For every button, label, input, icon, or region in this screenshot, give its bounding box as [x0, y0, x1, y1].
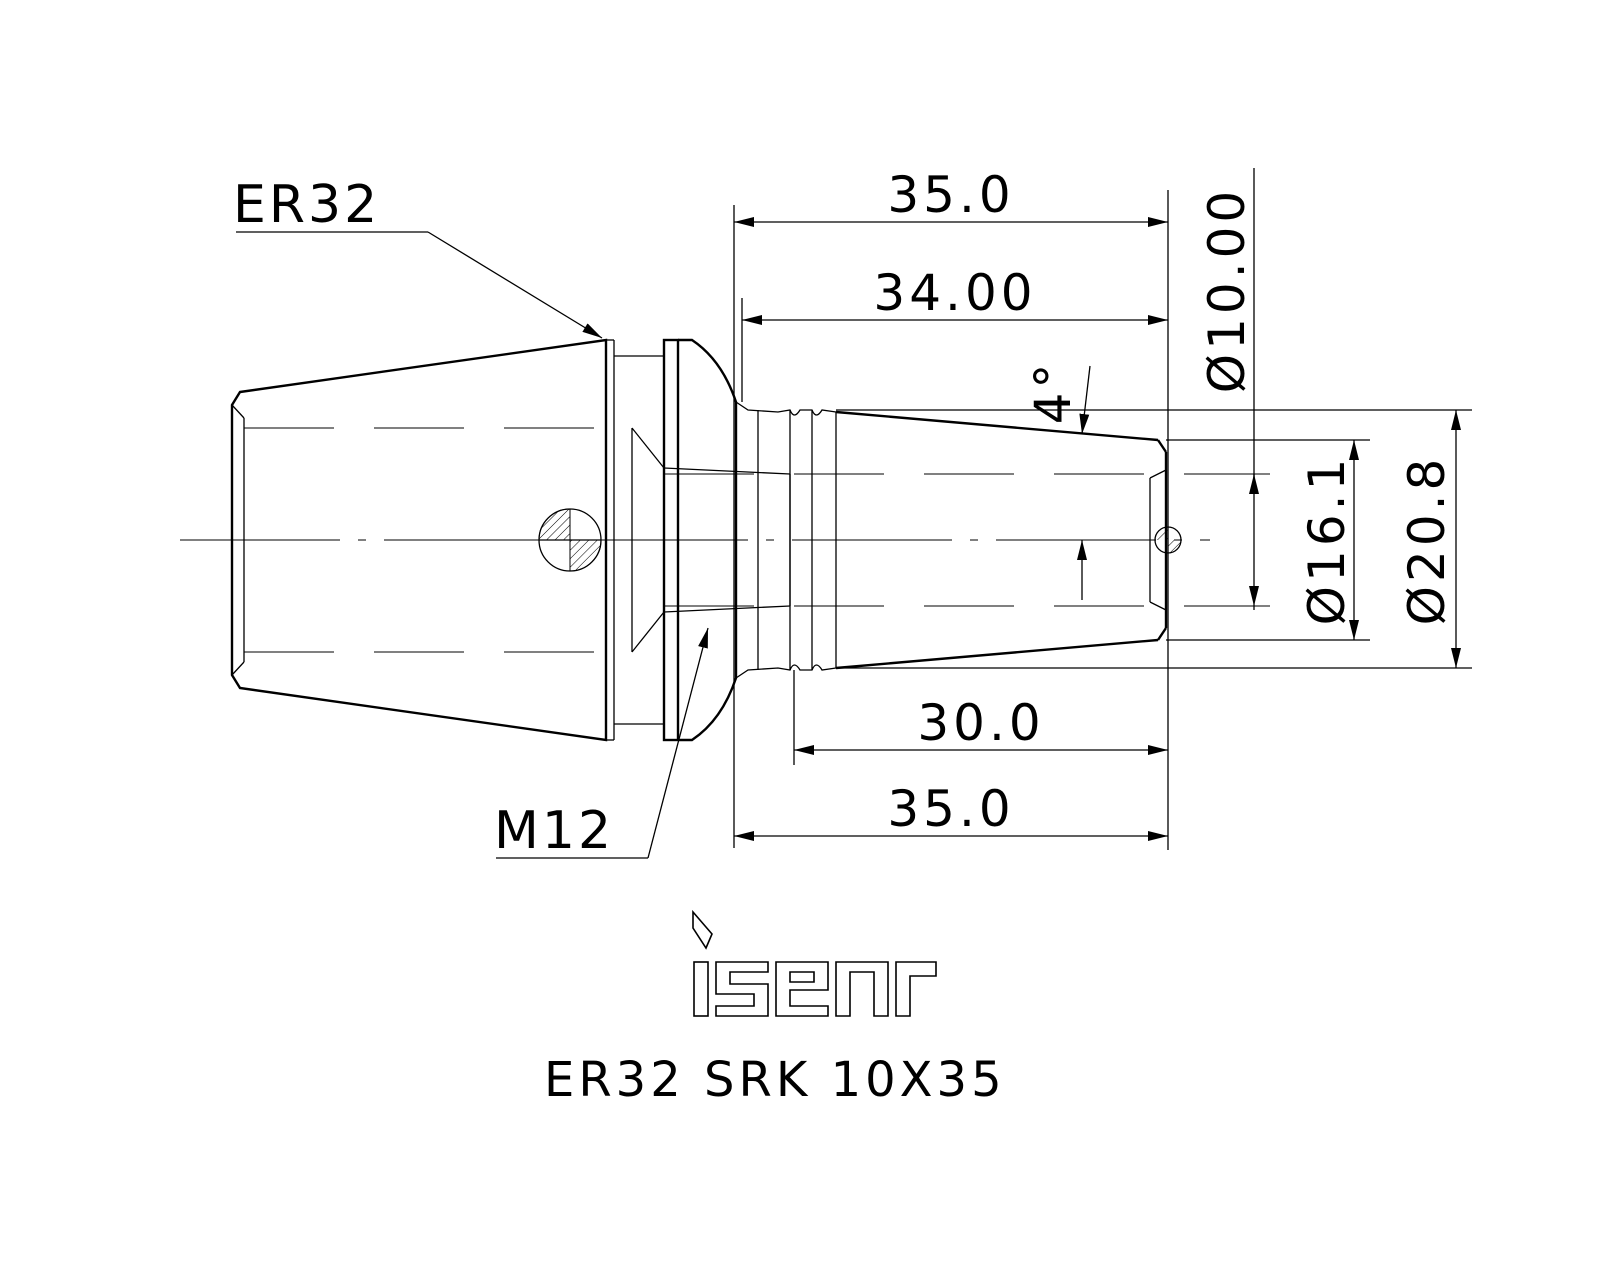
dim-text-30: 30.0 [917, 694, 1044, 752]
brand-logo [692, 909, 937, 1017]
dim-text-dia-20: Ø20.8 [1398, 455, 1456, 626]
groove [614, 355, 664, 725]
leader-er32 [236, 231, 603, 339]
dim-angle-4 [1077, 365, 1091, 600]
leader-m12 [496, 627, 709, 859]
label-collet-type: ER32 [233, 175, 380, 235]
dim-text-top-length: 35.0 [887, 166, 1014, 224]
part-number: ER32 SRK 10X35 [544, 1052, 1006, 1108]
dim-text-dia-10: Ø10.00 [1198, 187, 1256, 394]
dim-text-bottom-length: 35.0 [887, 780, 1014, 838]
dim-text-dia-16: Ø16.1 [1298, 455, 1356, 626]
dim-text-34: 34.00 [873, 264, 1036, 322]
label-thread: M12 [494, 801, 614, 861]
dim-text-angle: 4° [1024, 360, 1082, 425]
extension-lines [733, 168, 1472, 850]
center-of-gravity-symbol [538, 508, 602, 572]
hidden-lines [244, 427, 1270, 653]
